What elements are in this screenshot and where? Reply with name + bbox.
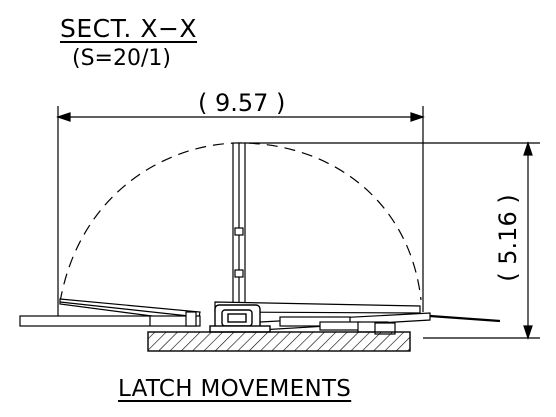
arrowhead-left	[56, 112, 71, 122]
width-dimension	[56, 106, 425, 318]
section-title: SECT. X−X	[60, 14, 198, 43]
height-dimension	[245, 141, 540, 340]
latch-right-position	[214, 301, 501, 335]
scale-label: (S=20/1)	[72, 46, 171, 71]
hinge-assembly	[209, 304, 271, 333]
latch-left-position	[19, 298, 201, 327]
arrowhead-top	[523, 141, 533, 156]
latch-vertical-position	[232, 142, 246, 309]
arrowhead-right	[410, 112, 425, 122]
base-plate-hatched	[147, 331, 411, 352]
height-dimension-label: ( 5.16 )	[494, 194, 522, 282]
width-dimension-label: ( 9.57 )	[198, 89, 286, 117]
arrowhead-bottom	[523, 325, 533, 340]
caption-label: LATCH MOVEMENTS	[118, 376, 352, 402]
